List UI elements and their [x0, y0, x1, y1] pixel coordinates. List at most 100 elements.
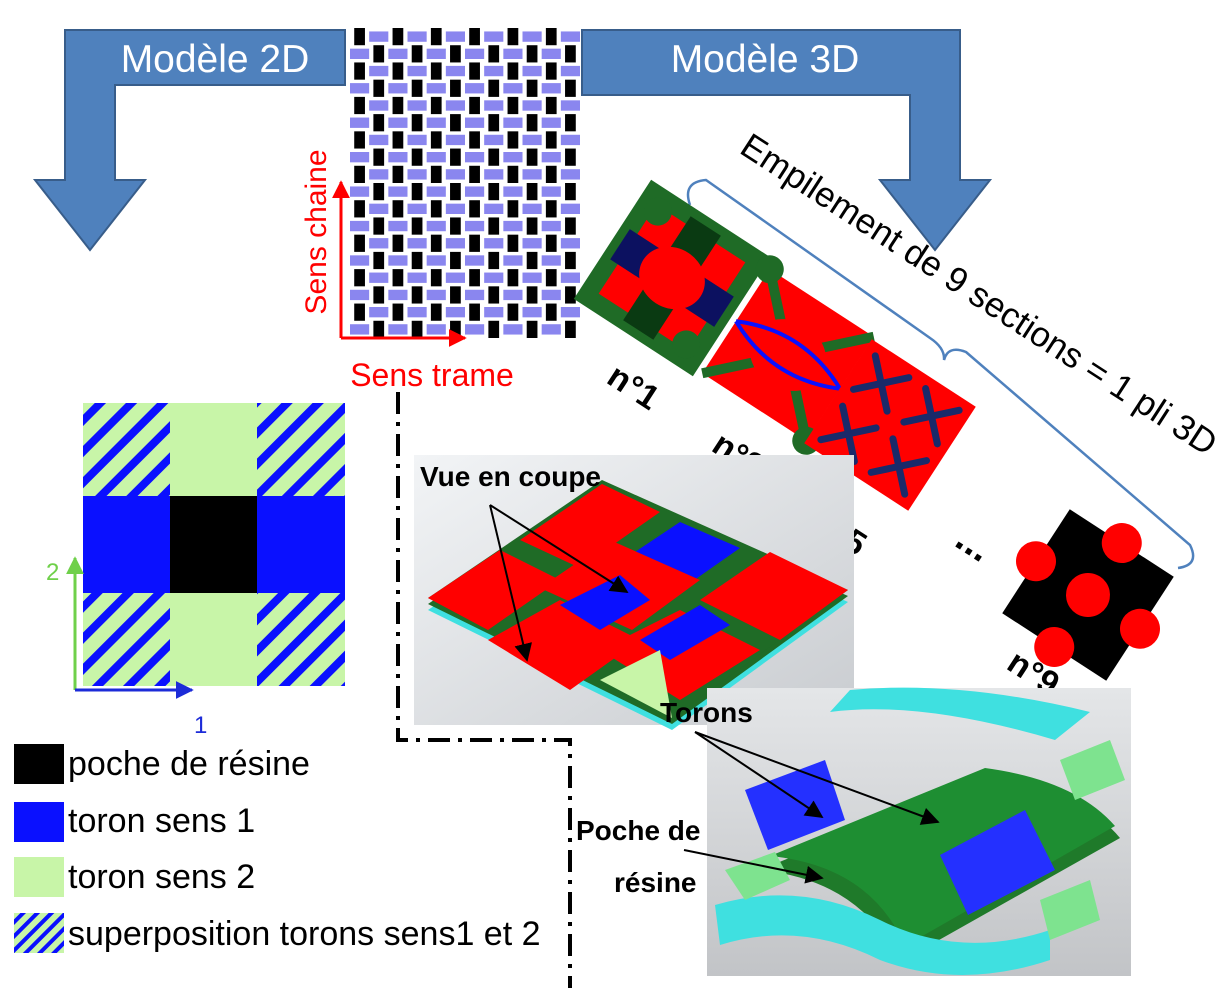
warp-yarn-segment — [526, 148, 538, 166]
legend-label-overlap: superposition torons sens1 et 2 — [68, 915, 541, 953]
warp-yarn-segment — [392, 234, 404, 252]
weft-yarn-segment — [407, 65, 427, 77]
pointer-arrow — [489, 504, 629, 593]
warp-yarn-segment — [488, 114, 500, 132]
weft-yarn-segment — [426, 83, 446, 94]
weft-yarn-segment — [407, 169, 427, 180]
weft-yarn-segment — [484, 272, 504, 283]
warp-yarn-segment — [411, 251, 423, 270]
weft-yarn-segment — [350, 152, 370, 163]
weft-yarn-segment — [388, 324, 408, 335]
legend: poche de résine toron sens 1 toron sens … — [14, 744, 541, 953]
warp-yarn-segment — [354, 96, 365, 115]
warp-yarn-segment — [430, 131, 442, 149]
weft-yarn-segment — [445, 272, 465, 283]
warp-yarn-segment — [507, 303, 519, 321]
weft-yarn-segment — [369, 307, 389, 318]
weft-yarn-segment — [445, 169, 465, 180]
weft-yarn-segment — [388, 48, 408, 59]
warp-yarn-segment — [488, 320, 500, 338]
resin-pocket-label-line1: Poche de — [576, 815, 700, 846]
warp-yarn-segment — [469, 234, 480, 252]
section-label-ellipsis: ... — [948, 516, 1000, 571]
weft-yarn-segment — [369, 169, 389, 180]
warp-yarn-segment — [526, 320, 538, 338]
section-image-9 — [1002, 509, 1174, 681]
warp-yarn-segment — [373, 183, 385, 201]
2d-unit-cell — [83, 403, 345, 686]
warp-yarn-segment — [430, 165, 442, 183]
weft-yarn-segment — [484, 169, 504, 180]
warp-yarn-segment — [488, 45, 500, 63]
warp-yarn-segment — [373, 114, 385, 132]
axis-1-label: 1 — [194, 712, 207, 739]
weft-yarn-segment — [560, 31, 580, 42]
warp-yarn-segment — [526, 79, 538, 97]
warp-yarn-segment — [545, 28, 557, 46]
warp-yarn-segment — [545, 131, 557, 149]
warp-yarn-segment — [565, 251, 576, 270]
warp-yarn-segment — [507, 234, 519, 252]
warp-yarn-segment — [450, 217, 461, 235]
warp-yarn-segment — [411, 217, 423, 235]
weft-yarn-segment — [445, 65, 465, 77]
warp-yarn-segment — [430, 62, 442, 80]
warp-yarn-segment — [450, 286, 461, 304]
model-3d-label: Modèle 3D — [671, 38, 860, 81]
warp-yarn-segment — [545, 234, 557, 252]
warp-yarn-segment — [373, 286, 385, 304]
warp-yarn-segment — [507, 200, 519, 218]
warp-yarn-segment — [450, 79, 461, 97]
weft-yarn-segment — [522, 272, 542, 283]
weft-yarn-segment — [350, 289, 370, 301]
warp-yarn-segment — [392, 269, 404, 287]
warp-yarn-segment — [526, 183, 538, 201]
warp-yarn-segment — [392, 62, 404, 80]
weft-yarn-segment — [541, 220, 561, 232]
weft-yarn-segment — [484, 307, 504, 318]
weft-yarn-segment — [445, 31, 465, 42]
legend-swatch-overlap — [14, 913, 64, 953]
warp-yarn-segment — [450, 183, 461, 201]
weft-yarn-segment — [350, 83, 370, 94]
warp-yarn-segment — [526, 286, 538, 304]
warp-yarn-segment — [411, 320, 423, 338]
warp-yarn-segment — [450, 251, 461, 270]
warp-yarn-segment — [450, 45, 461, 63]
strand-3d-render — [707, 687, 1131, 976]
weft-yarn-segment — [407, 100, 427, 111]
weft-yarn-segment — [350, 220, 370, 232]
warp-yarn-segment — [565, 148, 576, 166]
weft-yarn-segment — [522, 203, 542, 214]
weft-yarn-segment — [541, 289, 561, 301]
weft-yarn-segment — [522, 134, 542, 146]
warp-yarn-segment — [469, 269, 480, 287]
weft-yarn-segment — [369, 272, 389, 283]
weft-yarn-segment — [541, 152, 561, 163]
weft-yarn-segment — [503, 152, 523, 163]
model-2d-label: Modèle 2D — [121, 38, 310, 81]
weft-yarn-segment — [388, 83, 408, 94]
warp-yarn-segment — [354, 165, 365, 183]
warp-yarn-segment — [354, 200, 365, 218]
arrow-to-3d-model — [581, 29, 993, 252]
weft-yarn-segment — [426, 152, 446, 163]
warp-yarn-segment — [469, 28, 480, 46]
weft-yarn-segment — [445, 307, 465, 318]
weft-yarn-segment — [503, 48, 523, 59]
warp-yarn-segment — [526, 251, 538, 270]
weft-yarn-segment — [541, 83, 561, 94]
warp-yarn-segment — [430, 96, 442, 115]
warp-yarn-segment — [354, 28, 365, 46]
axis-2-label: 2 — [46, 559, 59, 586]
warp-yarn-segment — [450, 114, 461, 132]
weft-yarn-segment — [445, 203, 465, 214]
section-image-3 — [701, 255, 875, 455]
warp-yarn-segment — [392, 28, 404, 46]
weft-yarn-segment — [388, 152, 408, 163]
weft-yarn-segment — [350, 48, 370, 59]
weft-yarn-segment — [503, 289, 523, 301]
section-label-1: n°1 — [601, 357, 666, 418]
warp-yarn-segment — [430, 28, 442, 46]
